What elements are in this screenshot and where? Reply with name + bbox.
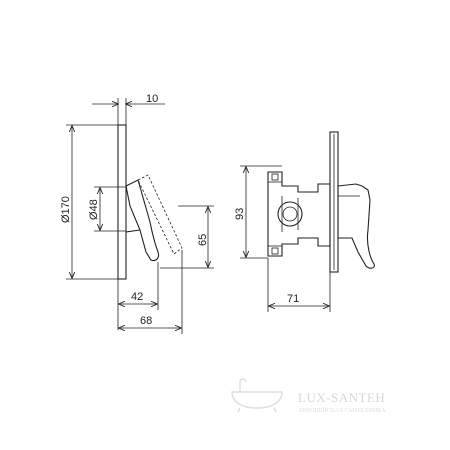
handle-lever [125, 179, 160, 262]
front-handle [337, 183, 375, 269]
dim-handle-projection: 42 [117, 262, 159, 330]
dim-body-depth-label: 71 [287, 293, 299, 305]
body-view [267, 131, 375, 273]
dim-plate-diameter-label: Ø170 [60, 196, 72, 223]
rear-connection [277, 201, 303, 227]
dim-handle-height: 65 [160, 205, 214, 269]
dim-handle-diameter: Ø48 [88, 186, 126, 232]
handle-base [125, 229, 141, 233]
wall-plate [117, 124, 127, 280]
dim-body-height: 93 [234, 165, 282, 259]
dim-body-height-label: 93 [234, 208, 246, 220]
handle-alt-position [137, 174, 183, 255]
watermark-tagline: ЕВРОПЕЙСКАЯ САНТЕХНИКА [299, 406, 386, 414]
side-view [117, 124, 183, 280]
dim-body-depth: 71 [267, 258, 331, 312]
dim-plate-depth: 10 [92, 93, 165, 125]
watermark-brand: LUX-SANTEH [298, 390, 385, 405]
watermark: LUX-SANTEH ЕВРОПЕЙСКАЯ САНТЕХНИКА [231, 378, 386, 414]
dim-handle-projection-label: 42 [131, 291, 143, 303]
mixer-body [267, 171, 331, 257]
dim-plate-diameter: Ø170 [60, 124, 118, 280]
dim-plate-depth-label: 10 [146, 93, 158, 105]
bathtub-icon [231, 378, 283, 413]
dim-overall-projection-label: 68 [140, 315, 152, 327]
dim-handle-diameter-label: Ø48 [88, 199, 100, 220]
dim-handle-height-label: 65 [197, 234, 209, 246]
dim-overall-projection: 68 [119, 250, 183, 334]
